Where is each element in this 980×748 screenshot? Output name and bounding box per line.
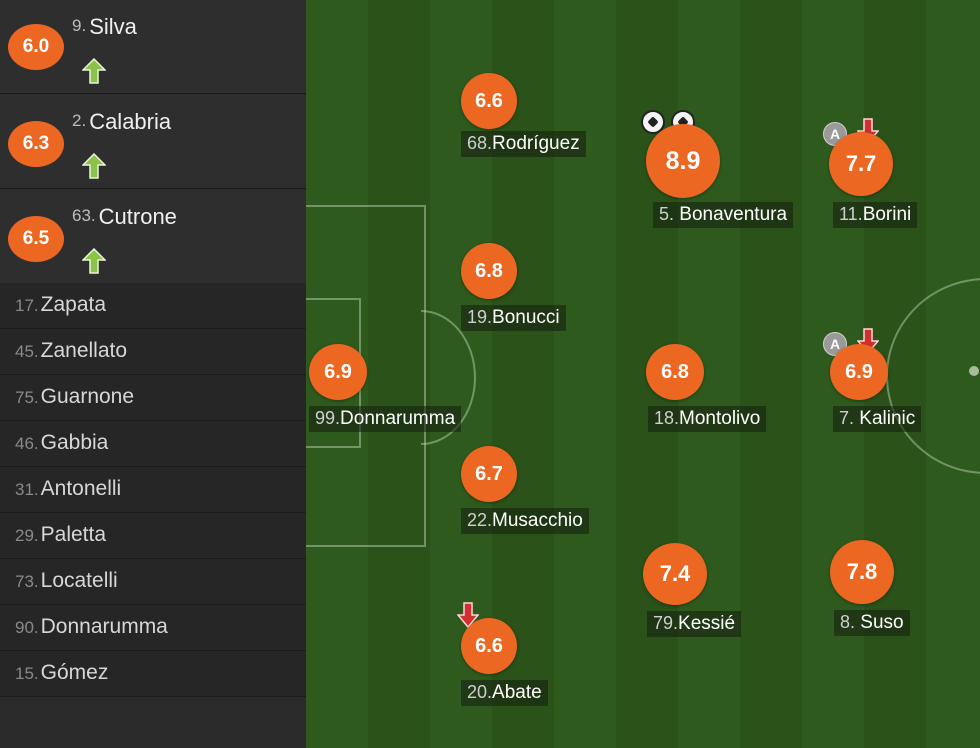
- rating-badge: 6.9: [830, 344, 888, 400]
- bench-row[interactable]: 75.Guarnone: [0, 375, 306, 421]
- rating-badge: 6.3: [8, 121, 64, 167]
- player-label: 11.Borini: [833, 202, 918, 228]
- player-name: 45.Zanellato: [15, 339, 128, 362]
- player-name: 73.Locatelli: [15, 569, 118, 592]
- player-name: 75.Guarnone: [15, 385, 135, 408]
- bench-row[interactable]: 45.Zanellato: [0, 329, 306, 375]
- rating-badge: 6.8: [461, 243, 517, 299]
- bench-row[interactable]: 15.Gómez: [0, 651, 306, 697]
- player-label: 8. Suso: [834, 610, 910, 636]
- player-name: 63.Cutrone: [72, 204, 177, 229]
- player-label: 79.Kessié: [647, 611, 742, 637]
- arrow-up-icon: [82, 58, 106, 84]
- rating-badge: 8.9: [646, 124, 720, 198]
- player-label: 68.Rodríguez: [461, 131, 586, 157]
- player-name: 2.Calabria: [72, 109, 172, 134]
- rating-badge: 6.6: [461, 73, 517, 129]
- rating-badge: 6.0: [8, 24, 64, 70]
- player-name: 15.Gómez: [15, 661, 109, 684]
- rating-badge: 6.5: [8, 216, 64, 262]
- rating-badge: 6.7: [461, 446, 517, 502]
- rating-badge: 7.4: [643, 543, 707, 605]
- player-name: 90.Donnarumma: [15, 615, 168, 638]
- player-label: 20.Abate: [461, 680, 548, 706]
- rating-badge: 7.7: [829, 132, 893, 196]
- player-name: 9.Silva: [72, 14, 137, 39]
- player-name: 46.Gabbia: [15, 431, 109, 454]
- player-label: 22.Musacchio: [461, 508, 589, 534]
- player-name: 29.Paletta: [15, 523, 107, 546]
- pitch: 6.6 68.Rodríguez 8.9 5. Bonaventura A 7.…: [306, 0, 980, 748]
- center-spot: [969, 366, 979, 376]
- player-label: 19.Bonucci: [461, 305, 566, 331]
- arrow-up-icon: [82, 248, 106, 274]
- player-label: 7. Kalinic: [833, 406, 922, 432]
- bench-row[interactable]: 73.Locatelli: [0, 559, 306, 605]
- sub-row-silva[interactable]: 6.0 9.Silva: [0, 0, 306, 94]
- arrow-down-icon: [457, 602, 479, 628]
- sub-row-cutrone[interactable]: 6.5 63.Cutrone: [0, 190, 306, 284]
- player-label: 99.Donnarumma: [309, 406, 462, 432]
- bench-row[interactable]: 17.Zapata: [0, 283, 306, 329]
- center-circle: [886, 278, 980, 474]
- rating-badge: 6.6: [461, 618, 517, 674]
- rating-badge: 7.8: [830, 540, 894, 604]
- rating-badge: 6.8: [646, 344, 704, 400]
- sub-row-calabria[interactable]: 6.3 2.Calabria: [0, 95, 306, 189]
- rating-badge: 6.9: [309, 344, 367, 400]
- bench-row[interactable]: 90.Donnarumma: [0, 605, 306, 651]
- arrow-up-icon: [82, 153, 106, 179]
- sidebar: 6.0 9.Silva 6.3 2.Calabria 6.5 63.Cutron…: [0, 0, 306, 748]
- player-label: 5. Bonaventura: [653, 202, 794, 228]
- player-name: 31.Antonelli: [15, 477, 122, 500]
- bench-row[interactable]: 29.Paletta: [0, 513, 306, 559]
- bench-row[interactable]: 46.Gabbia: [0, 421, 306, 467]
- bench-row[interactable]: 31.Antonelli: [0, 467, 306, 513]
- player-name: 17.Zapata: [15, 293, 107, 316]
- player-label: 18.Montolivo: [648, 406, 767, 432]
